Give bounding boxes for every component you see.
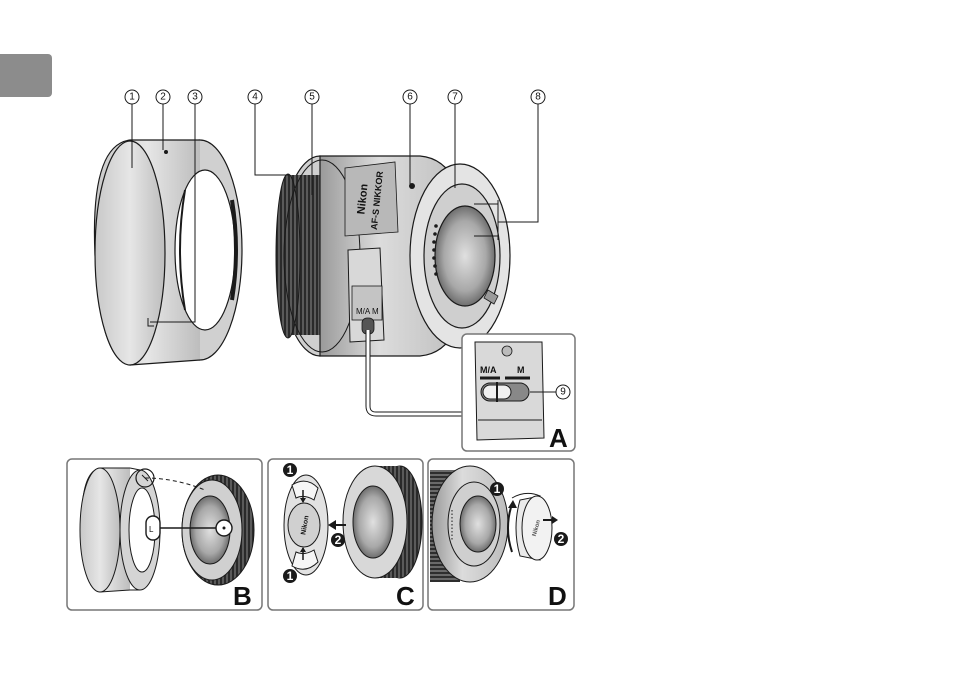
- svg-text:9: 9: [560, 387, 566, 398]
- svg-text:1: 1: [129, 92, 135, 103]
- svg-text:3: 3: [192, 92, 198, 103]
- lens-hood: [94, 140, 242, 365]
- lens-switch-ma-label: M/A: [356, 307, 371, 316]
- panel-c: Nikon 1 2 1 C: [268, 459, 423, 611]
- step-badge-1-top: 1: [283, 463, 297, 477]
- step-badge-1-bottom: 1: [283, 569, 297, 583]
- hood-mounting-index: [164, 150, 168, 154]
- panel-b: L B: [67, 459, 262, 611]
- svg-text:5: 5: [309, 92, 315, 103]
- lens-body: Nikon AF-S NIKKOR M/A M: [276, 156, 510, 356]
- callout-8: 8: [531, 90, 545, 104]
- svg-text:1: 1: [494, 482, 501, 496]
- panel-a-ma-label: M/A: [480, 365, 497, 375]
- svg-text:7: 7: [452, 92, 458, 103]
- callout-2: 2: [156, 90, 170, 104]
- callout-4: 4: [248, 90, 262, 104]
- svg-text:6: 6: [407, 92, 413, 103]
- svg-text:1: 1: [287, 569, 294, 583]
- front-lens-cap: Nikon: [284, 475, 328, 575]
- panel-a: M/A M 9 A: [462, 334, 575, 453]
- callout-5: 5: [305, 90, 319, 104]
- lens-switch-m-label: M: [372, 307, 379, 316]
- callout-1: 1: [125, 90, 139, 104]
- step-badge-2: 2: [331, 533, 345, 547]
- step-badge-d-2: 2: [554, 532, 568, 546]
- callout-7: 7: [448, 90, 462, 104]
- callout-9: 9: [556, 385, 570, 399]
- svg-text:8: 8: [535, 92, 541, 103]
- step-badge-d-1: 1: [490, 482, 504, 496]
- svg-text:2: 2: [558, 532, 565, 546]
- svg-text:4: 4: [252, 92, 258, 103]
- panel-d: Nikon 1 2 D: [428, 459, 574, 611]
- svg-text:2: 2: [335, 533, 342, 547]
- callout-6: 6: [403, 90, 417, 104]
- panel-c-letter: C: [396, 581, 415, 611]
- rear-lens-element: [435, 206, 495, 306]
- callout-3: 3: [188, 90, 202, 104]
- svg-text:2: 2: [160, 92, 166, 103]
- panel-a-m-label: M: [517, 365, 525, 375]
- hood-lock-mark-label: L: [149, 525, 154, 534]
- panel-a-letter: A: [549, 423, 568, 453]
- svg-text:1: 1: [287, 463, 294, 477]
- panel-d-letter: D: [548, 581, 567, 611]
- panel-b-letter: B: [233, 581, 252, 611]
